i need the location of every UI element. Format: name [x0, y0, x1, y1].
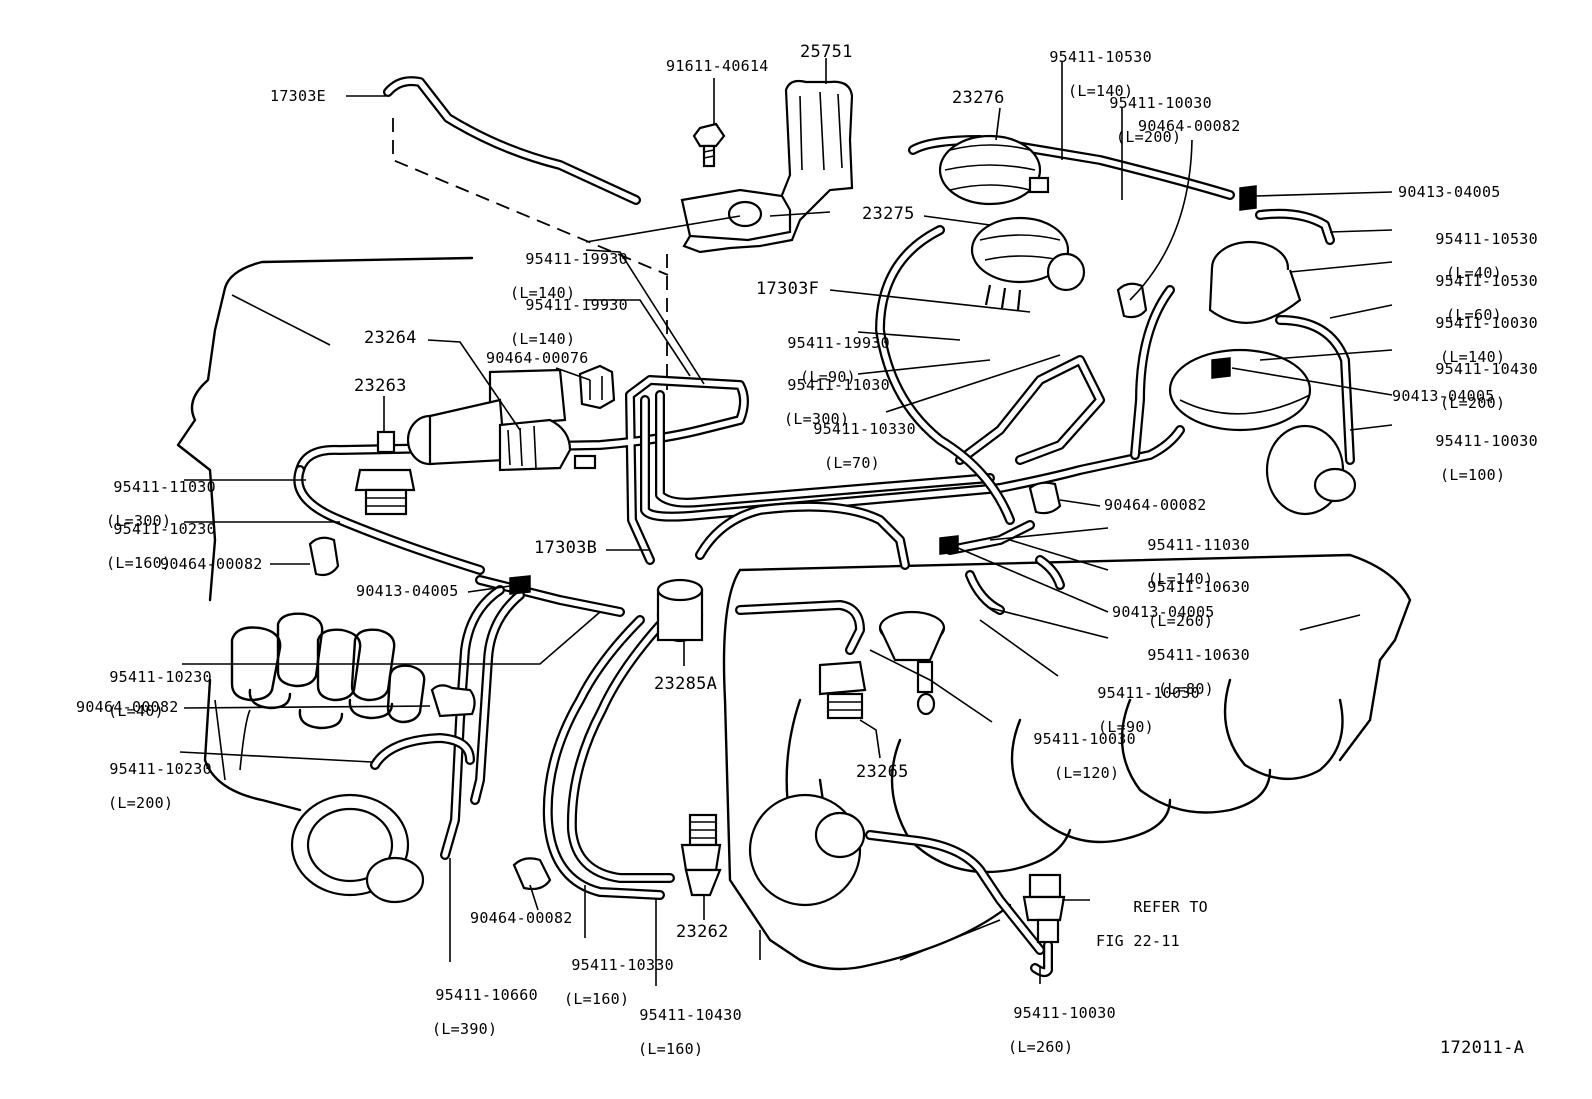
sensor-icon	[818, 660, 867, 720]
part-label-95411-10330-l70: 95411-10330 (L=70)	[813, 420, 916, 472]
part-label-95411-10230-l160: 95411-10230 (L=160)	[106, 520, 216, 572]
part-label-90413-04005-left: 90413-04005	[356, 582, 459, 600]
part-label-23262: 23262	[676, 922, 729, 942]
part-label-95411-19930-l140-b: 95411-19930 (L=140)	[510, 296, 628, 348]
engine-outline	[176, 256, 1412, 971]
vsv-valve-icon	[970, 216, 1086, 311]
bracket-icon	[680, 79, 854, 254]
part-label-90413-04005-right: 90413-04005	[1392, 387, 1495, 405]
part-label-95411-10030-l90: 95411-10030 (L=90)	[1097, 684, 1200, 736]
part-label-25751: 25751	[800, 42, 853, 62]
diaphragm-icon	[748, 793, 866, 907]
part-label-95411-10530-l60: 95411-10530 (L=60)	[1435, 272, 1538, 324]
part-label-95411-10430-l160: 95411-10430 (L=160)	[638, 1006, 742, 1058]
filter-icon	[656, 578, 704, 643]
part-label-23263: 23263	[354, 376, 407, 396]
part-label-90464-00076: 90464-00076	[486, 349, 589, 367]
part-label-95411-10030-l140-right: 95411-10030 (L=140)	[1435, 314, 1538, 366]
part-label-23285a: 23285A	[654, 674, 718, 694]
dashed-guides	[392, 118, 669, 390]
sensor-icon	[680, 813, 722, 897]
sensor-icon	[406, 368, 597, 472]
diaphragm-icon	[1168, 240, 1357, 516]
figure-code: 172011-A	[1440, 1038, 1525, 1058]
part-label-17303f: 17303F	[756, 279, 820, 299]
hose-tee-icon	[509, 185, 1257, 595]
part-label-95411-19930-l140-a: 95411-19930 (L=140)	[510, 250, 628, 302]
part-label-95411-11030-l300-left: 95411-11030 (L=300)	[106, 478, 216, 530]
part-label-90464-00082-bottom: 90464-00082	[470, 909, 573, 927]
part-label-23264: 23264	[364, 328, 417, 348]
part-label-95411-10430-l200: 95411-10430 (L=200)	[1435, 360, 1538, 412]
leader-lines	[179, 58, 1393, 986]
vsv-valve-icon	[938, 134, 1050, 206]
part-label-95411-19930-l90: 95411-19930 (L=90)	[787, 334, 890, 386]
part-label-95411-10330-l160: 95411-10330 (L=160)	[564, 956, 674, 1008]
part-label-95411-10660-l390: 95411-10660 (L=390)	[432, 986, 538, 1038]
part-label-90464-00082-left: 90464-00082	[160, 555, 263, 573]
part-label-95411-10030-l260: 95411-10030 (L=260)	[1008, 1004, 1116, 1056]
part-label-95411-10630-l260: 95411-10630 (L=260)	[1147, 578, 1250, 630]
part-label-95411-11030-l300-mid: 95411-11030 (L=300)	[784, 376, 890, 428]
part-label-23275: 23275	[862, 204, 915, 224]
part-label-23265: 23265	[856, 762, 909, 782]
part-label-95411-11030-l140: 95411-11030 (L=140)	[1147, 536, 1250, 588]
sensor-icon	[354, 430, 416, 516]
part-label-95411-10630-l80: 95411-10630 (L=80)	[1147, 646, 1250, 698]
part-label-91611-40614: 91611-40614	[666, 57, 769, 75]
part-label-95411-10230-l200: 95411-10230 (L=200)	[108, 760, 212, 812]
diaphragm-icon	[290, 793, 425, 904]
hoses	[293, 76, 1355, 978]
part-label-90464-00082-mid: 90464-00082	[1104, 496, 1207, 514]
part-label-90413-04005-mid: 90413-04005	[1112, 603, 1215, 621]
part-label-95411-10530-l140: 95411-10530 (L=140)	[1049, 48, 1152, 100]
part-label-95411-10030-l200: 95411-10030 (L=200)	[1109, 94, 1212, 146]
part-label-95411-10530-l40: 95411-10530 (L=40)	[1435, 230, 1538, 282]
hose-clamp-icon	[308, 282, 1148, 891]
part-label-95411-10030-l120: 95411-10030 (L=120)	[1033, 730, 1136, 782]
bolt-icon	[692, 122, 726, 168]
diaphragm-icon	[878, 610, 946, 716]
part-label-90413-04005-top: 90413-04005	[1398, 183, 1501, 201]
part-label-90464-00082-distributor: 90464-00082	[76, 698, 179, 716]
part-label-90464-00082-top: 90464-00082	[1138, 117, 1241, 135]
components	[290, 79, 1357, 944]
part-label-23276: 23276	[952, 88, 1005, 108]
part-label-17303b: 17303B	[534, 538, 598, 558]
part-label-95411-10230-l40: 95411-10230 (L=40)	[108, 668, 212, 720]
part-label-17303e: 17303E	[270, 87, 326, 105]
part-label-95411-10030-l100: 95411-10030 (L=100)	[1435, 432, 1538, 484]
reference-note: REFER TO FIG 22-11	[1096, 898, 1208, 950]
sensor-icon	[1022, 873, 1066, 944]
clip-icon	[578, 364, 616, 410]
